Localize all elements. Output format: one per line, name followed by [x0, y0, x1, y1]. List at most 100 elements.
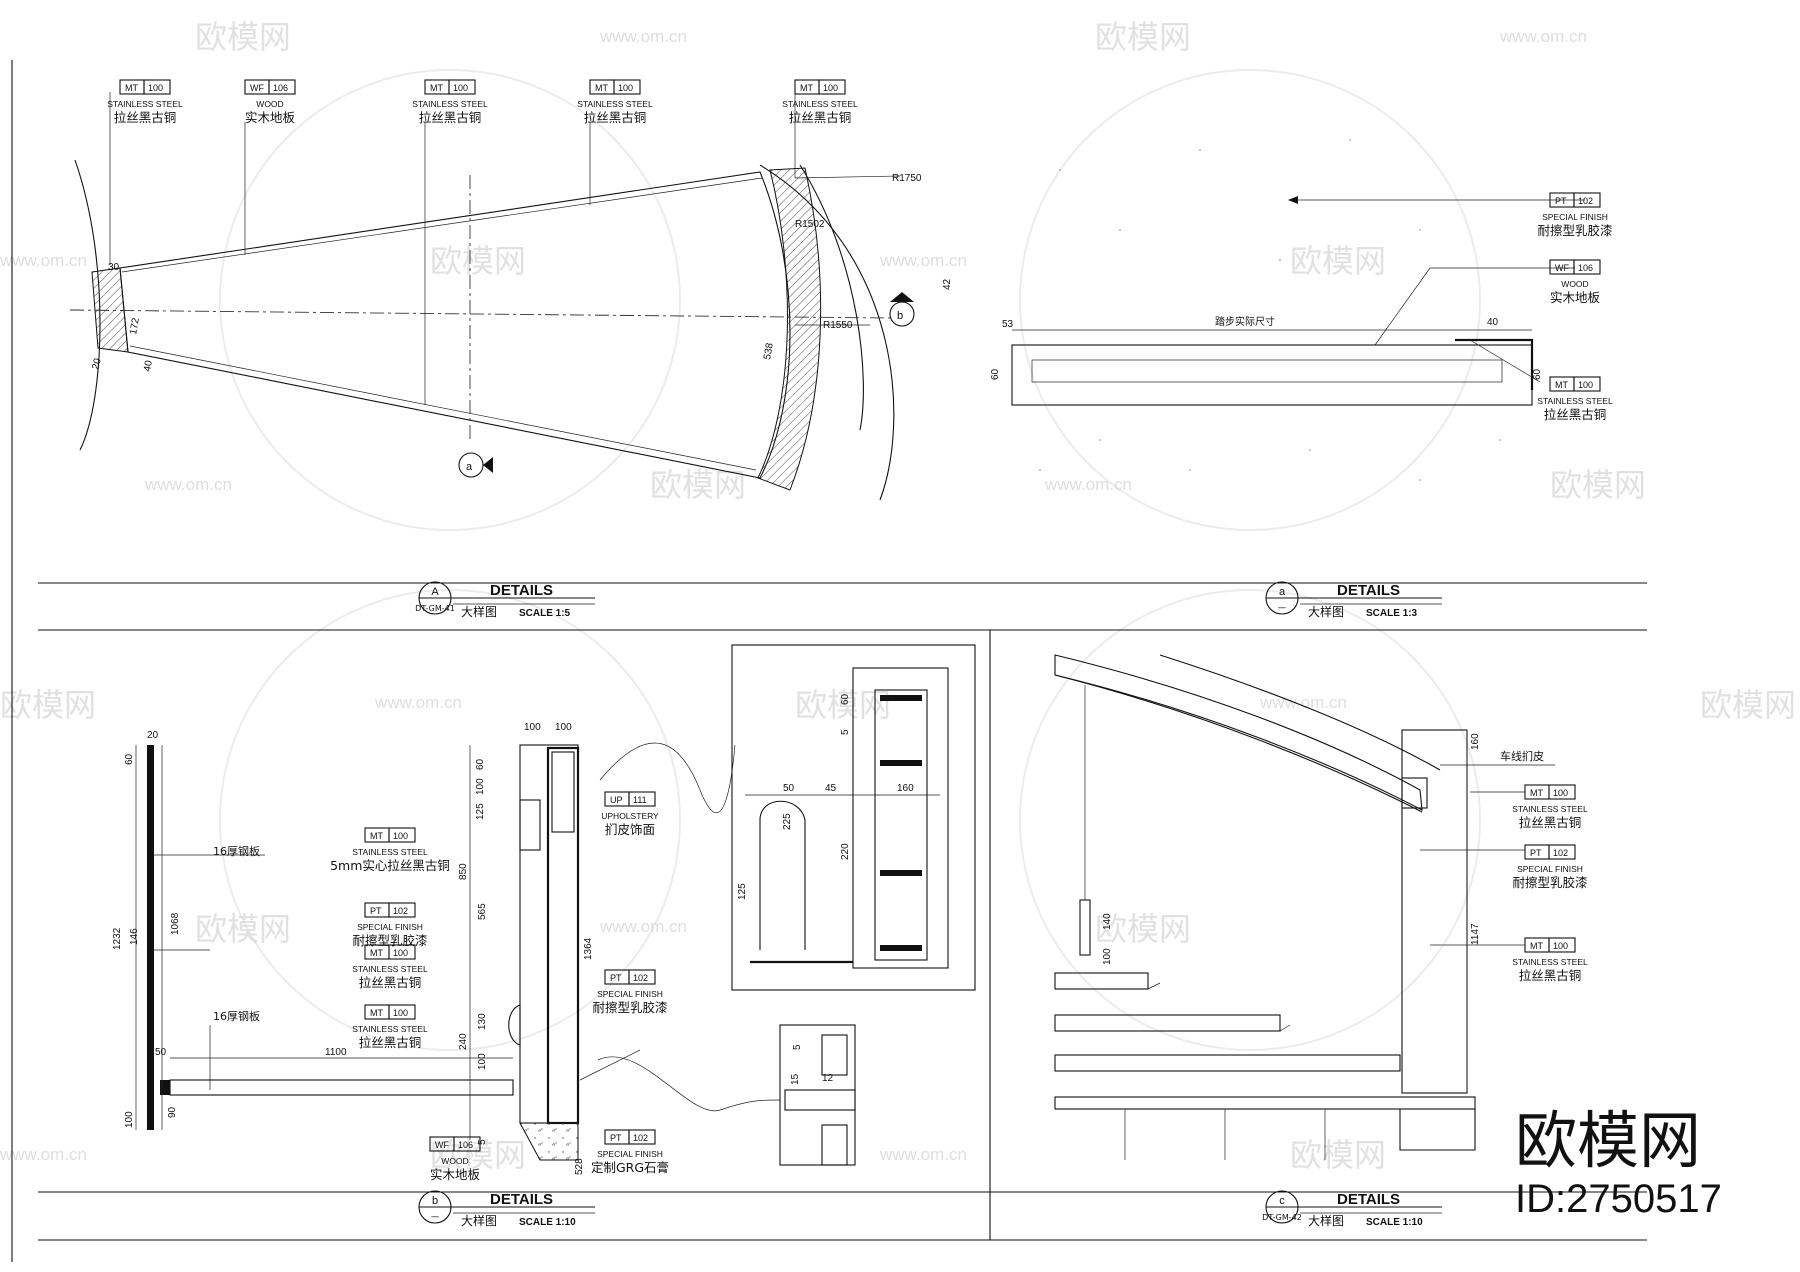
material-tag-code: WF	[1555, 263, 1569, 273]
detail-id: a	[1279, 586, 1286, 598]
material-tag-number: 102	[1578, 196, 1593, 206]
detail-title: DETAILS	[490, 582, 553, 599]
detail-sheet: 一	[431, 1213, 439, 1222]
watermark-url: www.om.cn	[374, 693, 462, 712]
material-tag-desc: WOOD	[1561, 279, 1588, 289]
callout1-dim-50: 50	[783, 783, 795, 794]
dim-40: 40	[142, 359, 155, 372]
dim-60: 60	[990, 368, 1001, 380]
callout1-dim-160: 160	[897, 783, 914, 794]
watermark-url: www.om.cn	[599, 27, 687, 46]
dim-100-c: 100	[1102, 948, 1113, 965]
material-tag-code: MT	[370, 1008, 383, 1018]
callout1-dim-125: 125	[737, 883, 748, 900]
note-steel-plate-2: 16厚钢板	[213, 1009, 260, 1023]
material-tag-desc: STAINLESS STEEL	[352, 1024, 428, 1034]
dim-100-left: 100	[124, 1111, 135, 1128]
material-tag-number: 100	[1553, 788, 1568, 798]
material-tag-code: MT	[1530, 788, 1543, 798]
dim-r1750: R1750	[892, 173, 922, 184]
dim-r1550: R1550	[823, 320, 853, 331]
material-tag-number: 102	[633, 1133, 648, 1143]
detail-title: DETAILS	[1337, 1191, 1400, 1208]
material-tag-number: 106	[458, 1140, 473, 1150]
watermark-brand: 欧模网	[0, 686, 96, 724]
watermark-layer: 欧模网 www.om.cn 欧模网 www.om.cn 欧模网 www.om.c…	[0, 18, 1796, 1174]
sheet-frame	[11, 60, 1647, 1262]
detail-a-section: 53 踏步实际尺寸 40 60 60	[990, 139, 1585, 481]
watermark-url: www.om.cn	[0, 1145, 87, 1164]
dim-40-small: 40	[1487, 317, 1499, 328]
dim-60-left: 60	[124, 753, 135, 765]
material-tag-cn: 实木地板	[1550, 290, 1601, 305]
material-tag-desc: SPECIAL FINISH	[357, 922, 423, 932]
dim-100-tower-b: 100	[477, 1053, 488, 1070]
watermark-brand: 欧模网	[195, 910, 291, 948]
watermark-url: www.om.cn	[879, 1145, 967, 1164]
material-tag-desc: SPECIAL FINISH	[597, 989, 663, 999]
watermark-brand: 欧模网	[430, 1136, 526, 1174]
material-tag-cn: 拉丝黑古铜	[789, 110, 852, 125]
callout1-dim-45: 45	[825, 783, 837, 794]
dim-top-100a: 100	[524, 722, 541, 733]
detail-title-cn: 大样图	[1308, 1213, 1344, 1228]
detail-title: DETAILS	[1337, 582, 1400, 599]
material-tag-cn: 耐擦型乳胶漆	[1512, 875, 1587, 890]
watermark-brand: 欧模网	[430, 242, 526, 280]
material-tag-number: 111	[633, 795, 647, 805]
dim-850: 850	[458, 863, 469, 880]
detail-sheet: 一	[1278, 604, 1286, 613]
dim-1364: 1364	[583, 937, 594, 960]
watermark-brand: 欧模网	[650, 466, 746, 504]
detail-sheet: DT-GM-41	[415, 604, 455, 613]
dim-r1502: R1502	[795, 219, 825, 230]
dim-240: 240	[458, 1033, 469, 1050]
dim-172: 172	[128, 317, 142, 336]
material-tag-cn: 扪皮饰面	[605, 822, 655, 837]
material-tag-code: MT	[125, 83, 138, 93]
material-tag-number: 102	[393, 906, 408, 916]
material-tag-desc: STAINLESS STEEL	[107, 99, 183, 109]
watermark-brand: 欧模网	[1095, 18, 1191, 56]
material-tag-cn: 耐擦型乳胶漆	[352, 933, 427, 948]
detail-scale: SCALE 1:10	[519, 1217, 576, 1228]
material-tag-cn: 实木地板	[430, 1167, 481, 1182]
material-tag-desc: STAINLESS STEEL	[1512, 804, 1588, 814]
dim-20: 20	[90, 357, 104, 371]
note-tread-size: 踏步实际尺寸	[1215, 315, 1275, 328]
material-tag-cn: 拉丝黑古铜	[584, 110, 647, 125]
material-tag-code: PT	[370, 906, 382, 916]
dim-1068: 1068	[170, 912, 181, 935]
watermark-url: www.om.cn	[1259, 693, 1347, 712]
material-tag-code: MT	[430, 83, 443, 93]
material-tag-code: MT	[370, 948, 383, 958]
material-tag-desc: SPECIAL FINISH	[1542, 212, 1608, 222]
material-tag-number: 100	[148, 83, 163, 93]
material-tag-cn: 拉丝黑古铜	[359, 1035, 422, 1050]
dim-30: 30	[108, 262, 120, 273]
material-tag-number: 100	[823, 83, 838, 93]
material-tag-code: MT	[1530, 941, 1543, 951]
detail-title-cn: 大样图	[461, 604, 497, 619]
svg-text:a: a	[466, 461, 473, 473]
watermark-url: www.om.cn	[879, 251, 967, 270]
watermark-brand: 欧模网	[1700, 686, 1796, 724]
material-tag-cn: 拉丝黑古铜	[359, 975, 422, 990]
callout1-dim-225: 225	[782, 813, 793, 830]
dim-125: 125	[475, 803, 486, 820]
watermark-brand: 欧模网	[195, 18, 291, 56]
